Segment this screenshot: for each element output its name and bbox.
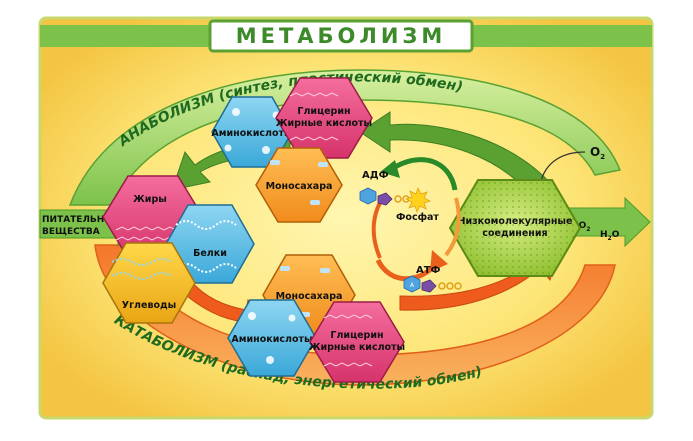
adp-phosphate-1-icon: [394, 195, 402, 203]
adp-sugar-icon: [377, 192, 393, 206]
top-glycerol-chain-icon: [289, 136, 339, 141]
co2-sub: 2: [586, 226, 590, 233]
top-amino-bead-icon: [224, 144, 232, 152]
atp-phosphate-3-icon: [454, 282, 462, 290]
title-banner: МЕТАБОЛИЗМ: [40, 19, 652, 53]
cycle-arrowhead-bottom: [430, 250, 448, 272]
fats-label: Жиры: [133, 194, 167, 205]
cycle-arrowhead-top: [380, 160, 400, 178]
oxygen-arrow-line: [539, 151, 586, 186]
atp-label: АТФ: [416, 265, 441, 276]
left-hex-carbs: Углеводы: [102, 242, 196, 324]
low-molecular-line2: соединения: [482, 228, 547, 239]
low-molecular-hexagon: Низкомолекулярные соединения: [448, 179, 582, 277]
top-hex-mono: Моносахара: [255, 147, 343, 223]
carbs-label: Углеводы: [122, 300, 177, 311]
h2o-tail: O: [612, 230, 620, 240]
atp-sugar-icon: [421, 279, 437, 293]
top-glycerol-line1: Глицерин: [297, 106, 350, 117]
top-amino-bead-icon: [232, 108, 240, 116]
h2o-sub: 2: [608, 235, 612, 242]
adp-label: АДФ: [362, 170, 389, 181]
bottom-amino-label: Аминокислоты: [231, 334, 312, 345]
bottom-mono-tile-icon: [280, 266, 290, 271]
page-title: МЕТАБОЛИЗМ: [236, 24, 447, 48]
o2-base: O: [590, 145, 600, 159]
top-mono-tile-icon: [318, 162, 328, 167]
top-amino-bead-icon: [262, 146, 270, 154]
bottom-hex-glycerol: Глицерин Жирные кислоты: [309, 301, 405, 383]
adp-base-icon: [359, 187, 377, 205]
atp-cycle: АДФ Фосфат АТФ А: [359, 157, 462, 293]
o2-label: O2: [590, 145, 605, 161]
carbs-hex-shape: [102, 242, 196, 324]
left-hex-proteins: Белки: [165, 204, 255, 284]
bottom-glycerol-chain-icon: [323, 362, 373, 367]
top-glycerol-chain-icon: [289, 92, 339, 97]
proteins-label: Белки: [193, 248, 227, 259]
atp-base-icon: [403, 275, 421, 293]
fats-chain-icon: [115, 236, 177, 241]
atp-base-letter: А: [410, 282, 415, 289]
bottom-glycerol-hex-shape: [309, 301, 405, 383]
top-glycerol-line2: Жирные кислоты: [276, 118, 372, 129]
carbs-chain-icon: [111, 272, 173, 280]
bottom-glycerol-line1: Глицерин: [330, 330, 383, 341]
input-label-line2: ВЕЩЕСТВА: [42, 227, 100, 237]
low-molecular-line1: Низкомолекулярные: [458, 216, 573, 227]
cycle-arrow-top: [388, 157, 458, 191]
top-mono-tile-icon: [270, 160, 280, 165]
title-box: [208, 19, 474, 53]
bottom-hex-amino: Аминокислоты: [227, 299, 317, 377]
top-mono-label: Моносахара: [266, 181, 333, 192]
top-amino-label: Аминокислоты: [211, 128, 292, 139]
top-mono-tile-icon: [310, 200, 320, 205]
top-glycerol-hex-shape: [275, 77, 373, 159]
phosphate-star-icon: [404, 186, 432, 214]
bottom-amino-bead-icon: [288, 314, 296, 322]
o2-sub: 2: [600, 153, 605, 161]
h2o-label: H2O: [600, 230, 620, 242]
bottom-glycerol-line2: Жирные кислоты: [309, 342, 405, 353]
atp-phosphate-2-icon: [446, 282, 454, 290]
phosphate-label: Фосфат: [396, 212, 439, 223]
bottom-amino-bead-icon: [248, 312, 256, 320]
bottom-mono-tile-icon: [320, 268, 330, 273]
proteins-chain-icon: [175, 263, 237, 273]
bottom-glycerol-chain-icon: [323, 314, 373, 319]
h2o-base: H: [600, 230, 608, 240]
low-molecular-hex-texture: [450, 180, 580, 276]
atp-phosphate-1-icon: [438, 282, 446, 290]
proteins-chain-icon: [175, 220, 237, 230]
top-hex-glycerol: Глицерин Жирные кислоты: [275, 77, 373, 159]
cycle-arrow-right: [444, 197, 461, 257]
bottom-mono-label: Моносахара: [276, 291, 343, 302]
input-label-line1: ПИТАТЕЛЬНЫЕ: [42, 215, 120, 225]
bottom-amino-bead-icon: [266, 356, 274, 364]
carbs-chain-icon: [111, 258, 173, 266]
fats-chain-icon: [115, 226, 177, 231]
